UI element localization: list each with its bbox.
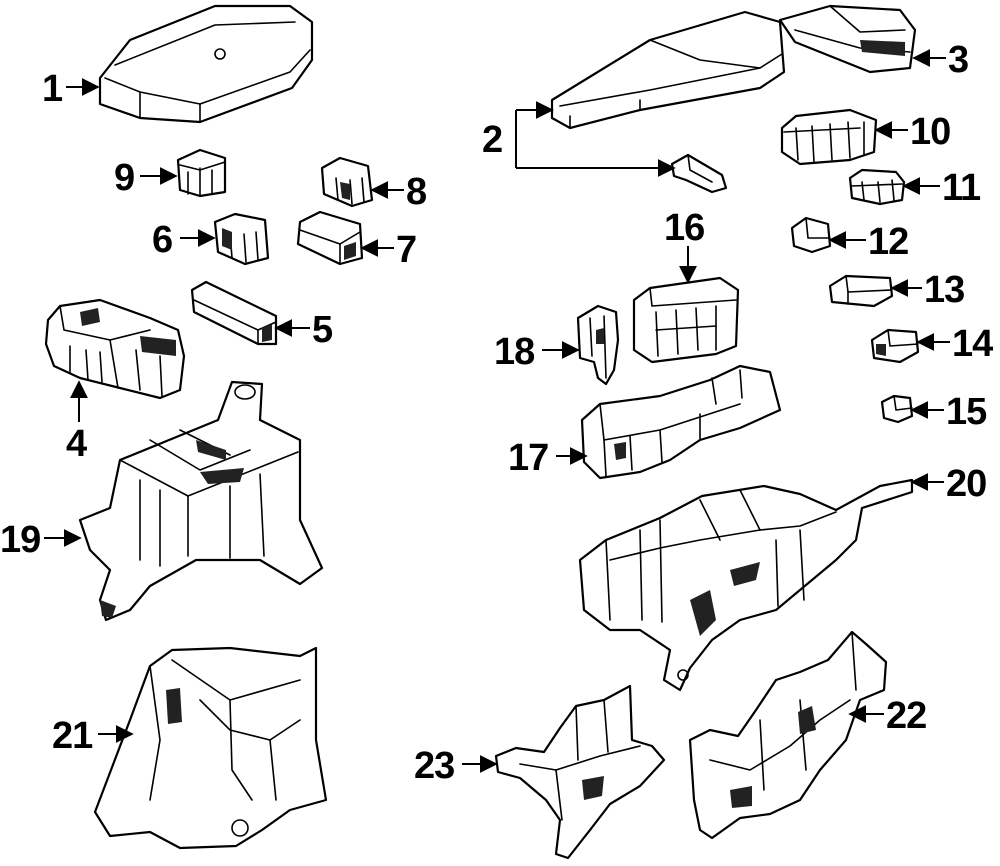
part-11-relay[interactable] <box>848 168 906 206</box>
callout-11: 11 <box>942 167 981 209</box>
part-4-relay-block[interactable] <box>44 298 186 400</box>
part-14-fuse[interactable] <box>870 328 920 364</box>
callout-20: 20 <box>946 463 986 505</box>
part-6-relay[interactable] <box>213 212 270 266</box>
callout-17: 17 <box>508 437 548 479</box>
part-7-relay[interactable] <box>296 210 364 266</box>
leader-lines <box>44 49 950 773</box>
part-9-relay[interactable] <box>176 148 227 198</box>
part-12-relay[interactable] <box>790 216 832 254</box>
callout-numbers: 1 2 3 4 5 6 7 8 9 10 11 12 13 14 15 16 1… <box>0 39 994 787</box>
part-23-bracket[interactable] <box>494 684 666 860</box>
callout-19: 19 <box>0 519 40 561</box>
part-13-fuse[interactable] <box>828 274 894 308</box>
part-8-relay[interactable] <box>320 156 374 208</box>
part-2-clip[interactable] <box>670 153 728 194</box>
callout-12: 12 <box>868 221 908 263</box>
callout-7: 7 <box>396 229 416 271</box>
callout-1: 1 <box>42 68 63 110</box>
callout-15: 15 <box>946 391 987 433</box>
callout-22: 22 <box>886 695 926 737</box>
callout-5: 5 <box>312 309 333 351</box>
part-3-cover[interactable] <box>778 4 917 74</box>
callout-10: 10 <box>910 111 950 153</box>
part-16-relay-block[interactable] <box>632 276 740 364</box>
part-21-bracket[interactable] <box>93 646 328 850</box>
callout-21: 21 <box>52 715 93 757</box>
callout-8: 8 <box>406 171 426 213</box>
part-22-bracket[interactable] <box>688 630 888 840</box>
part-19-fuse-box[interactable] <box>78 380 324 622</box>
callout-2: 2 <box>482 119 502 161</box>
callout-14: 14 <box>952 323 993 365</box>
callout-3: 3 <box>948 39 968 81</box>
callout-18: 18 <box>494 331 534 373</box>
part-10-relay-block[interactable] <box>780 108 878 166</box>
part-15-fuse[interactable] <box>880 394 914 424</box>
part-5-fuse-block[interactable] <box>190 280 278 346</box>
callout-23: 23 <box>414 745 454 787</box>
callout-16: 16 <box>664 207 704 249</box>
part-20-fuse-box[interactable] <box>578 478 914 692</box>
part-17-relay-block[interactable] <box>580 364 782 480</box>
callout-9: 9 <box>114 157 134 199</box>
callout-13: 13 <box>924 269 964 311</box>
callout-6: 6 <box>152 219 172 261</box>
part-2-cover[interactable] <box>550 10 786 130</box>
part-1-cover[interactable] <box>98 4 314 124</box>
part-18-connector[interactable] <box>576 304 620 386</box>
callout-4: 4 <box>66 423 87 465</box>
